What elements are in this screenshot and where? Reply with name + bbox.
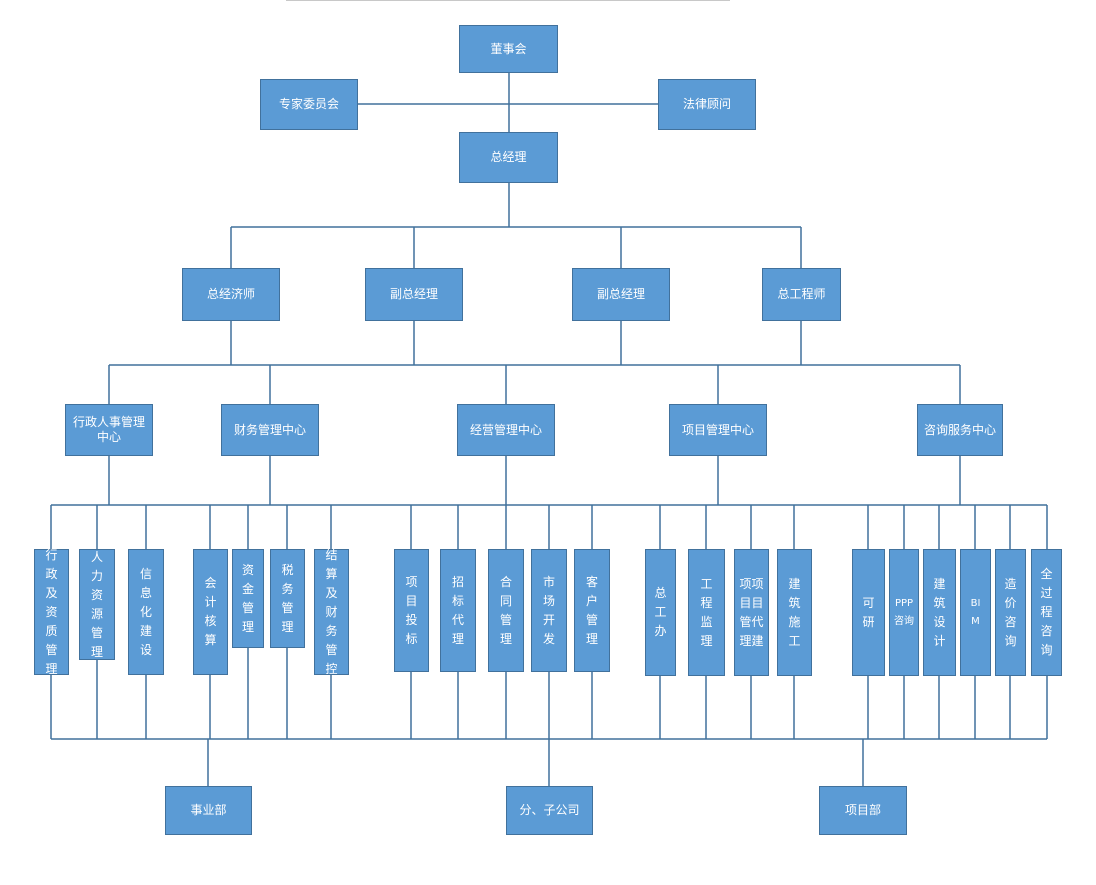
unit-label: 税务管理: [281, 562, 294, 634]
node-chief-economist-label: 总经济师: [206, 287, 255, 301]
unit-hr: 人力资源管理: [79, 549, 115, 660]
unit-customer: 客户管理: [574, 549, 610, 672]
node-deputy-gm-2-label: 副总经理: [596, 287, 645, 301]
node-chief-engineer: 总工程师: [762, 268, 841, 321]
unit-label: 总工办: [654, 586, 667, 638]
node-consulting-center-label: 咨询服务中心: [923, 422, 996, 437]
unit-contract: 合同管理: [488, 549, 524, 672]
node-deputy-gm-2: 副总经理: [572, 268, 670, 321]
unit-accounting: 会计核算: [193, 549, 228, 675]
unit-label: 建筑施工: [788, 576, 801, 648]
unit-market: 市场开发: [531, 549, 567, 672]
node-deputy-gm-1: 副总经理: [365, 268, 463, 321]
node-deputy-gm-1-label: 副总经理: [389, 287, 438, 301]
node-project-dept-label: 项目部: [844, 803, 881, 817]
unit-funds: 资金管理: [232, 549, 264, 648]
unit-admin-qualification: 行政及资质管理: [34, 548, 69, 676]
unit-architecture: 建筑设计: [923, 549, 956, 676]
node-board-label: 董事会: [490, 41, 527, 56]
node-business-center: 经营管理中心: [457, 404, 555, 456]
unit-label: 可研: [862, 595, 875, 629]
node-board: 董事会: [459, 25, 558, 73]
node-project-dept: 项目部: [819, 786, 907, 835]
node-chief-engineer-label: 总工程师: [777, 287, 826, 301]
unit-it: 信息化建设: [128, 549, 164, 675]
unit-label: 招标代理: [451, 574, 464, 646]
node-experts-label: 专家委员会: [278, 97, 339, 111]
unit-tax: 税务管理: [270, 549, 305, 648]
node-project-center-label: 项目管理中心: [681, 422, 754, 437]
unit-label: 合同管理: [499, 574, 512, 646]
unit-supervision: 工程监理: [688, 549, 725, 676]
unit-feasibility: 可研: [852, 549, 885, 676]
unit-chief-engineer-office: 总工办: [645, 549, 676, 676]
unit-label: 行政及资质管理: [45, 547, 58, 676]
unit-label: PPP咨询: [894, 597, 914, 627]
unit-label: 市场开发: [542, 574, 555, 646]
unit-label: 工程监理: [700, 576, 713, 648]
unit-label: BIM: [970, 597, 981, 627]
unit-label: 项目投标: [405, 574, 418, 646]
unit-label: 项项目目管代理建: [739, 576, 764, 648]
node-business-division: 事业部: [165, 786, 252, 835]
unit-label: 信息化建设: [139, 566, 152, 657]
node-business-division-label: 事业部: [190, 803, 227, 817]
node-chief-economist: 总经济师: [182, 268, 280, 321]
node-project-center: 项目管理中心: [669, 404, 767, 456]
node-branches-label: 分、子公司: [519, 803, 580, 817]
unit-label: 造价咨询: [1004, 576, 1017, 648]
unit-settlement: 结算及财务管控: [314, 548, 349, 676]
node-legal: 法律顾问: [658, 79, 756, 130]
node-experts: 专家委员会: [260, 79, 358, 130]
unit-label: 建筑设计: [933, 576, 946, 648]
unit-construction: 建筑施工: [777, 549, 812, 676]
unit-cost: 造价咨询: [995, 549, 1026, 676]
node-consulting-center: 咨询服务中心: [917, 404, 1003, 456]
node-admin-hr-center: 行政人事管理中心: [65, 404, 153, 456]
unit-label: 客户管理: [585, 574, 598, 646]
node-finance-center-label: 财务管理中心: [233, 422, 306, 437]
node-business-center-label: 经营管理中心: [469, 422, 542, 437]
node-finance-center: 财务管理中心: [221, 404, 319, 456]
unit-ppp: PPP咨询: [889, 549, 919, 676]
node-admin-hr-center-label: 行政人事管理中心: [72, 415, 145, 444]
node-branches: 分、子公司: [506, 786, 593, 835]
unit-label: 会计核算: [204, 576, 217, 647]
unit-bim: BIM: [960, 549, 991, 676]
node-gm: 总经理: [459, 132, 558, 183]
unit-project-agency: 项项目目管代理建: [734, 549, 769, 676]
unit-full-process: 全过程咨询: [1031, 549, 1062, 676]
node-gm-label: 总经理: [490, 150, 527, 164]
unit-tender-agency: 招标代理: [440, 549, 476, 672]
top-rule: [286, 0, 730, 1]
unit-bidding: 项目投标: [394, 549, 429, 672]
unit-label: 人力资源管理: [90, 549, 103, 659]
unit-label: 全过程咨询: [1040, 567, 1053, 657]
unit-label: 结算及财务管控: [325, 547, 338, 676]
node-legal-label: 法律顾问: [682, 97, 731, 111]
unit-label: 资金管理: [241, 562, 254, 634]
